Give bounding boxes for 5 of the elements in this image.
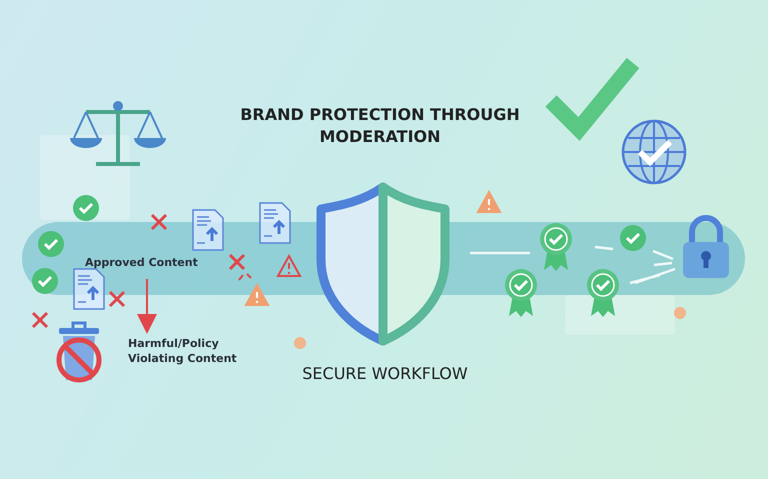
title: BRAND PROTECTION THROUGH MODERATION — [239, 104, 521, 148]
content-label: Harmful/Policy Violating Content — [128, 336, 258, 366]
arrow — [137, 279, 157, 334]
caption-label: SECURE WORKFLOW — [301, 364, 469, 383]
content-label: Approved Content — [85, 255, 215, 270]
